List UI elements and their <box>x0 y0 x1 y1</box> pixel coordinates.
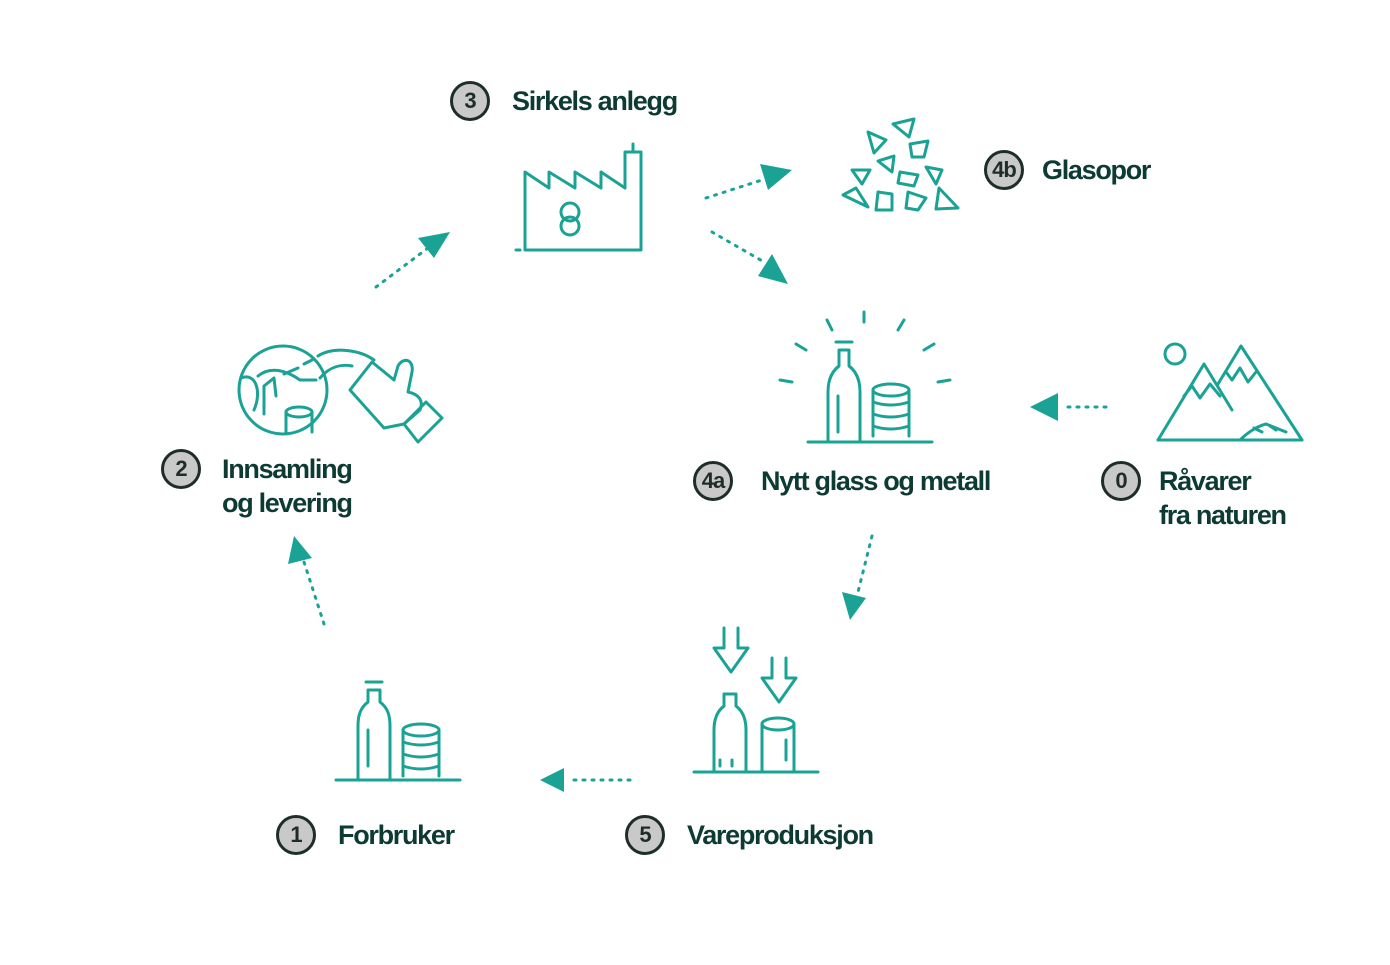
step-5-text: Vareproduksjon <box>687 820 874 850</box>
arrow-5-to-1 <box>540 768 632 792</box>
production-arrows-icon <box>692 626 820 774</box>
step-3-label: 3 Sirkels anlegg <box>450 81 678 121</box>
step-2-badge: 2 <box>161 449 201 489</box>
step-3-badge: 3 <box>450 81 490 121</box>
step-2-text: Innsamling og levering <box>222 454 353 518</box>
step-4a-badge: 4a <box>693 461 733 501</box>
step-1-label: 1 Forbruker <box>276 815 455 855</box>
arrow-0-to-4a <box>1030 393 1108 421</box>
arrow-1-to-2 <box>288 536 326 626</box>
arrow-3-to-4b <box>704 164 792 200</box>
step-0-text: Råvarer fra naturen <box>1159 466 1287 530</box>
step-1-badge: 1 <box>276 815 316 855</box>
arrow-2-to-3 <box>374 232 450 289</box>
glass-fragments-icon <box>841 117 960 212</box>
step-5-badge: 5 <box>625 815 665 855</box>
bottle-and-can-icon <box>334 680 462 782</box>
step-4b-label: 4b Glasopor <box>984 150 1151 190</box>
arrow-4a-to-5 <box>842 534 874 620</box>
arrow-3-to-4a <box>710 230 788 284</box>
step-3-text: Sirkels anlegg <box>512 86 678 116</box>
step-1-text: Forbruker <box>338 820 455 850</box>
factory-icon <box>514 142 643 252</box>
step-2-label: 2 Innsamling og levering <box>161 449 353 520</box>
step-4b-badge: 4b <box>984 150 1024 190</box>
step-4a-text: Nytt glass og metall <box>761 466 991 496</box>
step-0-label: 0 Råvarer fra naturen <box>1101 461 1287 532</box>
step-5-label: 5 Vareproduksjon <box>625 815 874 855</box>
collection-globe-hand-icon <box>237 344 444 444</box>
step-4a-label: 4a Nytt glass og metall <box>693 461 991 501</box>
step-0-badge: 0 <box>1101 461 1141 501</box>
step-4b-text: Glasopor <box>1042 155 1151 185</box>
shining-bottle-and-can-icon <box>778 310 952 444</box>
mountains-icon <box>1156 342 1304 442</box>
